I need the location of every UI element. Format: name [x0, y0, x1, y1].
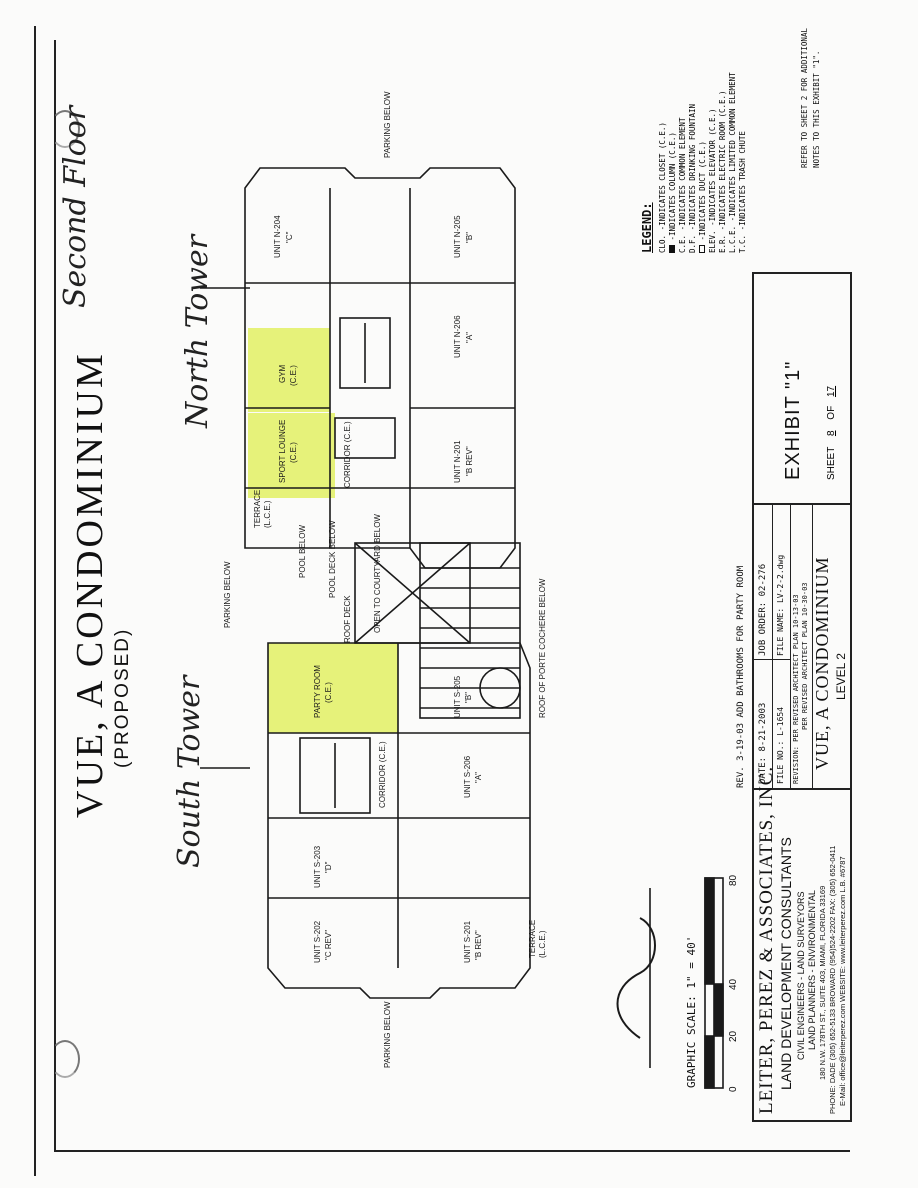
label-corridor-south: CORRIDOR (C.E.)	[378, 741, 387, 808]
legend-item-duct: -INDICATES DUCT (C.E.)	[698, 72, 708, 253]
label-party-ce: (C.E.)	[324, 682, 333, 703]
company-name: LEITER, PEREZ & ASSOCIATES, INC.	[756, 765, 777, 1114]
legend-note-line1: REFER TO SHEET 2 FOR ADDITIONAL	[800, 28, 809, 168]
label-n204: UNIT N-204	[273, 215, 282, 258]
legend-item-elevator: ELEV. -INDICATES ELEVATOR (C.E.)	[708, 108, 717, 254]
legend-heading: LEGEND:	[640, 202, 654, 253]
level-name: LEVEL 2	[834, 653, 848, 700]
label-s201-type: "B REV"	[474, 930, 483, 960]
company-address: 180 N.W. 178TH ST., SUITE 403, MIAMI, FL…	[818, 885, 827, 1080]
sheet-border-inner	[54, 40, 850, 1152]
sheet-border-left	[34, 26, 36, 1176]
company-phone: PHONE: DADE (305) 652-5133 BROWARD (954)…	[828, 845, 837, 1114]
sheet-number: SHEET 8 OF 17	[826, 385, 837, 480]
label-s203-type: "D"	[324, 861, 333, 873]
label-n201: UNIT N-201	[453, 440, 462, 483]
binder-hole-top	[50, 110, 80, 148]
legend-item-column: -INDICATES COLUMN (C.E.)	[668, 72, 678, 253]
scale-tick-40: 40	[728, 978, 739, 990]
label-n205: UNIT N-205	[453, 215, 462, 258]
scale-tick-80: 80	[728, 874, 739, 886]
legend-item-electric: E.R. -INDICATES ELECTRIC ROOM (C.E.)	[718, 90, 727, 253]
label-pool-below: POOL BELOW	[298, 525, 307, 579]
project-name: VUE, A CONDOMINIUM	[812, 556, 832, 770]
company-line1: CIVIL ENGINEERS - LAND SURVEYORS	[796, 891, 806, 1060]
legend-note-line2: NOTES TO THIS EXHIBIT "1".	[812, 50, 821, 168]
title-block: LEITER, PEREZ & ASSOCIATES, INC. LAND DE…	[752, 272, 852, 1122]
label-s203: UNIT S-203	[313, 845, 322, 888]
file-name-field: FILE NAME: LV-2-2.dwg	[776, 554, 785, 656]
legend-item-lce: L.C.E. -INDICATES LIMITED COMMON ELEMENT	[728, 72, 737, 253]
exhibit-label: EXHIBIT "1"	[782, 360, 804, 480]
label-gym: GYM	[278, 364, 287, 383]
label-parking-south: PARKING BELOW	[383, 1001, 392, 1068]
job-order-field: JOB ORDER: 02-276	[758, 563, 768, 656]
label-porte-cochere: ROOF OF PORTE COCHERE BELOW	[538, 578, 547, 718]
label-n206-type: "A"	[465, 332, 474, 343]
label-s202-type: "C REV"	[324, 930, 333, 960]
label-sport-ce: (C.E.)	[289, 442, 298, 463]
legend-item-trash: T.C. -INDICATES TRASH CHUTE	[738, 131, 747, 253]
company-tagline: LAND DEVELOPMENT CONSULTANTS	[778, 837, 794, 1090]
label-s205: UNIT S-205	[453, 675, 462, 718]
label-lce-a: (L.C.E.)	[263, 500, 272, 528]
label-s206: UNIT S-206	[463, 755, 472, 798]
label-parking-mid: PARKING BELOW	[223, 561, 232, 628]
label-pool-deck: POOL DECK BELOW	[328, 520, 337, 598]
label-open-courtyard: OPEN TO COURTYARD BELOW	[373, 514, 382, 633]
date-field: DATE: 8-21-2003	[758, 702, 768, 784]
scale-tick-0: 0	[728, 1086, 739, 1092]
binder-hole-bottom	[50, 1040, 80, 1078]
duct-icon	[699, 245, 705, 253]
label-n205-type: "B"	[465, 232, 474, 243]
label-corridor-north: CORRIDOR (C.E.)	[343, 421, 352, 488]
column-icon	[669, 245, 675, 253]
company-line2: LAND PLANNERS - ENVIRONMENTAL	[807, 890, 817, 1050]
label-n201-type: "B REV"	[465, 446, 474, 476]
label-terrace-b: TERRACE	[528, 920, 537, 958]
label-s206-type: "A"	[474, 772, 483, 783]
label-roof-deck: ROOF DECK	[343, 595, 352, 643]
label-s205-type: "B"	[464, 692, 473, 703]
file-no-field: FILE NO.: L-1654	[776, 706, 785, 784]
company-web: E-Mail: office@leiterperez.com WEBSITE: …	[838, 856, 847, 1106]
legend-item-fountain: D.F. -INDICATES DRINKING FOUNTAIN	[688, 103, 697, 253]
label-s202: UNIT S-202	[313, 920, 322, 963]
label-n206: UNIT N-206	[453, 315, 462, 358]
revision-field-2: PER REVISED ARCHITECT PLAN 10-30-03	[801, 582, 809, 730]
label-sport-lounge: SPORT LOUNGE	[278, 420, 287, 483]
label-gym-ce: (C.E.)	[289, 365, 298, 386]
label-s201: UNIT S-201	[463, 920, 472, 963]
legend-list: CLO. -INDICATES CLOSET (C.E.) -INDICATES…	[658, 72, 748, 253]
label-terrace-a: TERRACE	[253, 490, 262, 528]
legend-item-common: C.E. -INDICATES COMMON ELEMENT	[678, 117, 687, 253]
scale-tick-20: 20	[728, 1030, 739, 1042]
revision-field: REVISION: PER REVISED ARCHITECT PLAN 10-…	[792, 594, 800, 784]
revision-note: REV. 3-19-03 ADD BATHROOMS FOR PARTY ROO…	[736, 565, 746, 788]
label-party-room: PARTY ROOM	[313, 665, 322, 718]
label-lce-b: (L.C.E.)	[538, 930, 547, 958]
graphic-scale-label: GRAPHIC SCALE: 1" = 40'	[685, 935, 698, 1088]
label-parking-north: PARKING BELOW	[383, 91, 392, 158]
legend-item-closet: CLO. -INDICATES CLOSET (C.E.)	[658, 122, 667, 253]
label-n204-type: "C"	[285, 231, 294, 243]
